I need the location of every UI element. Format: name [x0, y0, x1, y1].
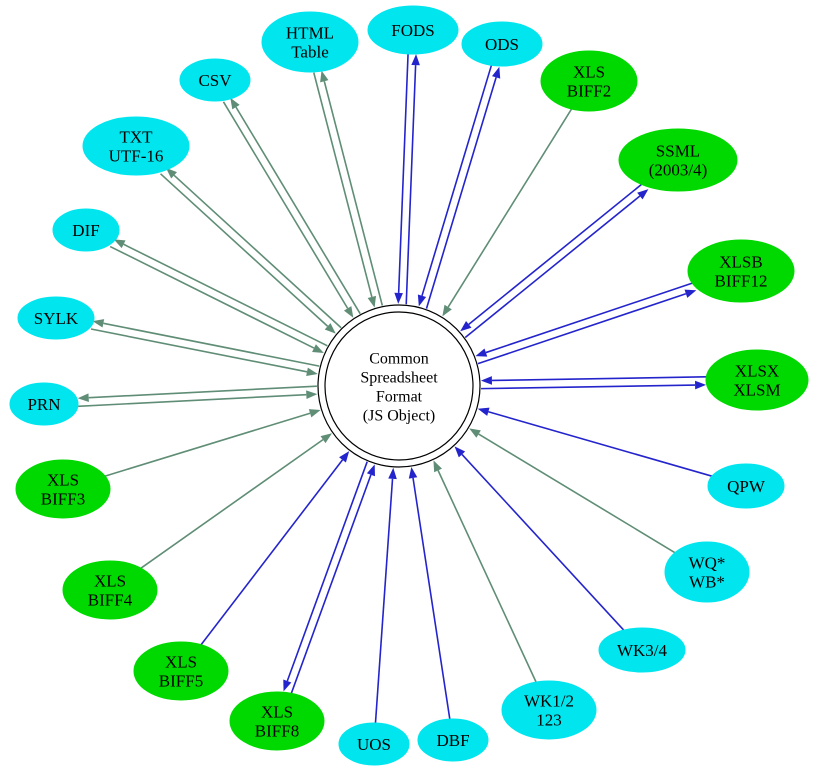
edge-prn [77, 385, 318, 408]
edge-fods [394, 53, 420, 305]
edge-wk3-4 [454, 446, 625, 631]
edge-qpw [477, 407, 713, 477]
node-uos: UOS [338, 722, 410, 766]
node-label-xlsb-biff12: XLSB [719, 253, 762, 272]
node-ssml-2003-4: SSML(2003/4) [618, 128, 738, 192]
node-label-html-table: HTML [286, 24, 334, 43]
node-label-xls-biff4: BIFF4 [88, 591, 133, 610]
center-node-label: Common [369, 351, 429, 368]
edge-dif [109, 239, 328, 354]
node-label-uos: UOS [357, 735, 391, 754]
edge-wq-wb [469, 428, 676, 554]
edge-xls-biff2 [442, 108, 573, 317]
edge-uos [374, 467, 397, 724]
node-label-txt-utf-16: TXT [119, 128, 153, 147]
node-label-xlsb-biff12: BIFF12 [715, 272, 768, 291]
node-label-ssml-2003-4: SSML [656, 142, 700, 161]
node-label-sylk: SYLK [34, 309, 79, 328]
edge-dbf [408, 467, 451, 720]
edge-sylk [90, 319, 320, 377]
node-label-xls-biff8: BIFF8 [255, 722, 299, 741]
format-nodes: HTMLTableFODSODSXLSBIFF2SSML(2003/4)XLSB… [9, 5, 809, 766]
node-fods: FODS [367, 5, 459, 55]
node-label-txt-utf-16: UTF-16 [109, 147, 164, 166]
node-label-xls-biff2: XLS [573, 63, 605, 82]
node-csv: CSV [179, 58, 251, 102]
edge-xls-biff5 [200, 451, 350, 646]
node-label-html-table: Table [291, 43, 329, 62]
node-sylk: SYLK [17, 296, 95, 340]
node-label-xlsx-xlsm: XLSM [733, 381, 780, 400]
node-label-wk1-2-123: 123 [536, 711, 562, 730]
node-label-xls-biff4: XLS [94, 572, 126, 591]
node-label-wk1-2-123: WK1/2 [524, 692, 574, 711]
node-wk3-4: WK3/4 [598, 627, 686, 673]
node-label-xlsx-xlsm: XLSX [735, 362, 779, 381]
node-label-xls-biff2: BIFF2 [567, 82, 611, 101]
edge-csv [222, 97, 361, 318]
node-label-xls-biff5: BIFF5 [159, 672, 203, 691]
edge-xls-biff3 [104, 409, 321, 477]
node-label-xls-biff5: XLS [165, 653, 197, 672]
node-label-qpw: QPW [727, 477, 766, 496]
node-label-xls-biff8: XLS [261, 703, 293, 722]
edge-xls-biff4 [140, 433, 333, 569]
node-label-xls-biff3: XLS [47, 471, 79, 490]
node-label-xls-biff3: BIFF3 [41, 490, 85, 509]
edge-xls-biff8 [283, 461, 375, 695]
node-label-ods: ODS [485, 35, 519, 54]
node-label-dbf: DBF [436, 731, 469, 750]
node-ods: ODS [461, 21, 543, 67]
edges [77, 53, 713, 724]
edge-xlsb-biff12 [475, 281, 697, 365]
node-label-wq-wb: WB* [689, 573, 725, 592]
node-dbf: DBF [417, 718, 489, 762]
node-prn: PRN [9, 382, 79, 426]
node-label-dif: DIF [72, 221, 99, 240]
edge-html-table [313, 70, 384, 308]
edge-wk1-2-123 [433, 460, 537, 683]
node-wq-wb: WQ*WB* [664, 541, 750, 603]
node-label-wk3-4: WK3/4 [617, 641, 668, 660]
edge-xlsx-xlsm [480, 376, 707, 390]
edge-ods [417, 64, 501, 309]
center-node-label: (JS Object) [363, 408, 435, 425]
node-qpw: QPW [707, 463, 785, 509]
node-label-ssml-2003-4: (2003/4) [649, 161, 708, 180]
edge-ssml-2003-4 [460, 182, 649, 339]
center-node-label: Spreadsheet [360, 370, 438, 387]
node-label-wq-wb: WQ* [689, 554, 726, 573]
node-label-prn: PRN [27, 395, 60, 414]
edge-txt-utf-16 [160, 167, 342, 334]
center-node-label: Format [376, 389, 423, 406]
node-label-csv: CSV [198, 71, 232, 90]
node-dif: DIF [52, 208, 120, 252]
node-label-fods: FODS [391, 21, 434, 40]
